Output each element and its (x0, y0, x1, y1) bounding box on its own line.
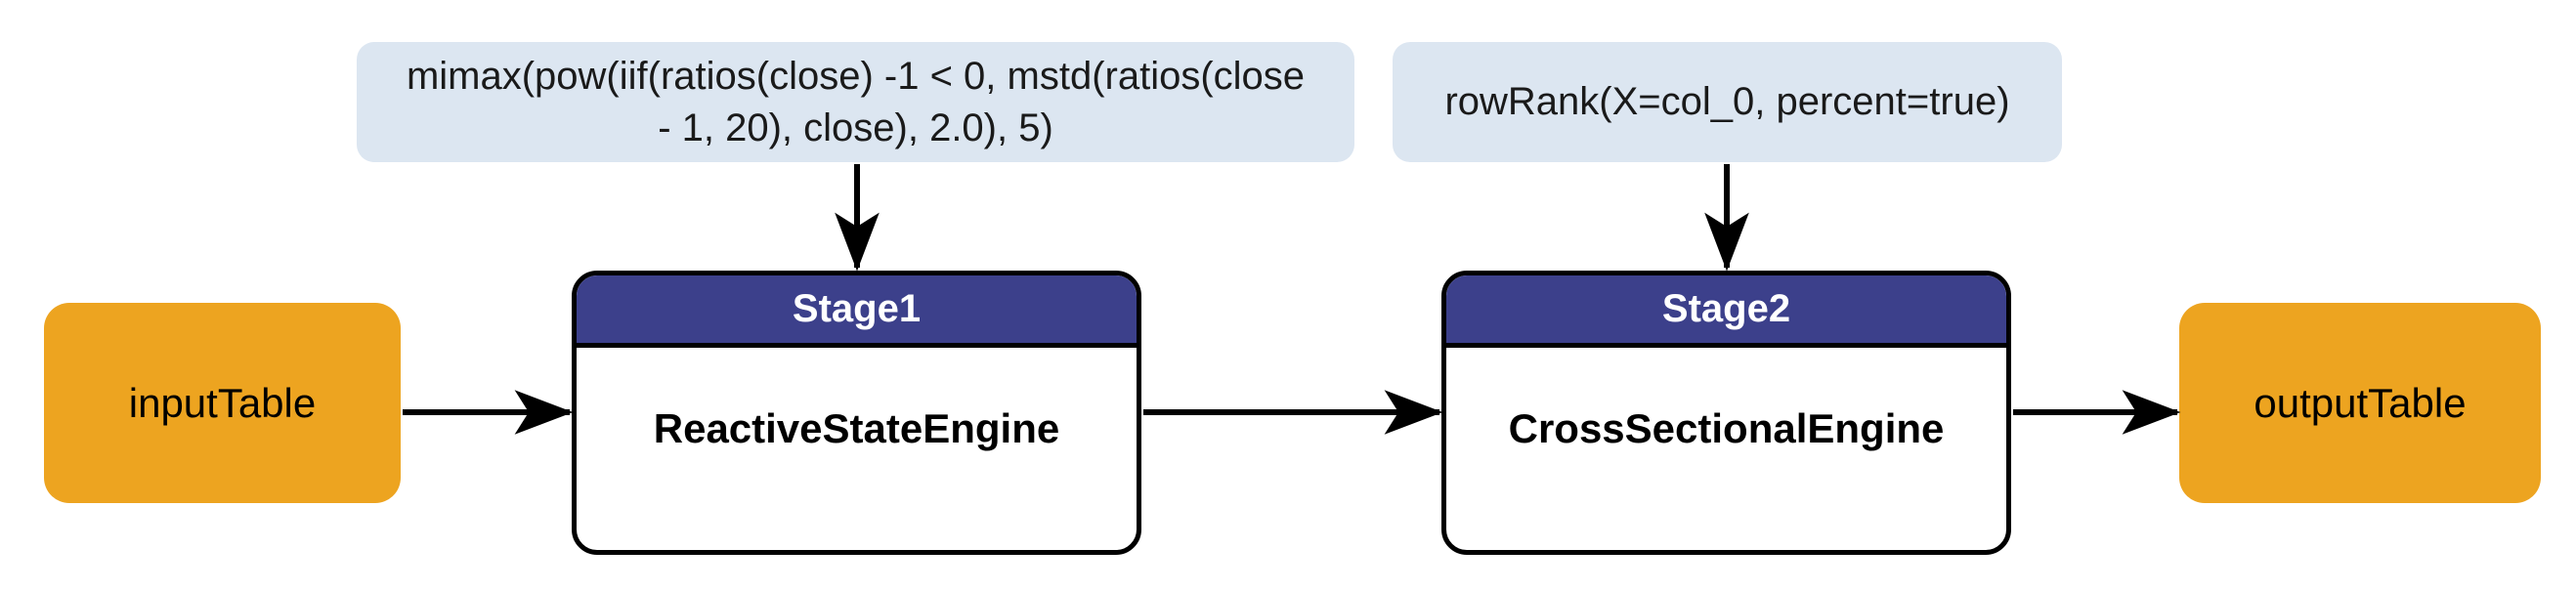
input-table-label: inputTable (128, 379, 317, 426)
node-input-table[interactable]: inputTable (44, 303, 401, 503)
stage2-engine-label: CrossSectionalEngine (1508, 404, 1945, 451)
stage2-header: Stage2 (1446, 275, 2006, 348)
stage1-header: Stage1 (577, 275, 1137, 348)
node-stage2[interactable]: Stage2 CrossSectionalEngine (1441, 271, 2011, 555)
node-output-table[interactable]: outputTable (2179, 303, 2541, 503)
stage1-engine-label: ReactiveStateEngine (653, 404, 1060, 451)
output-table-label: outputTable (2254, 379, 2467, 426)
node-stage1[interactable]: Stage1 ReactiveStateEngine (572, 271, 1141, 555)
annotation-expression-stage1: mimax(pow(iif(ratios(close) -1 < 0, mstd… (357, 42, 1354, 162)
annotation-expression-stage2: rowRank(X=col_0, percent=true) (1393, 42, 2062, 162)
